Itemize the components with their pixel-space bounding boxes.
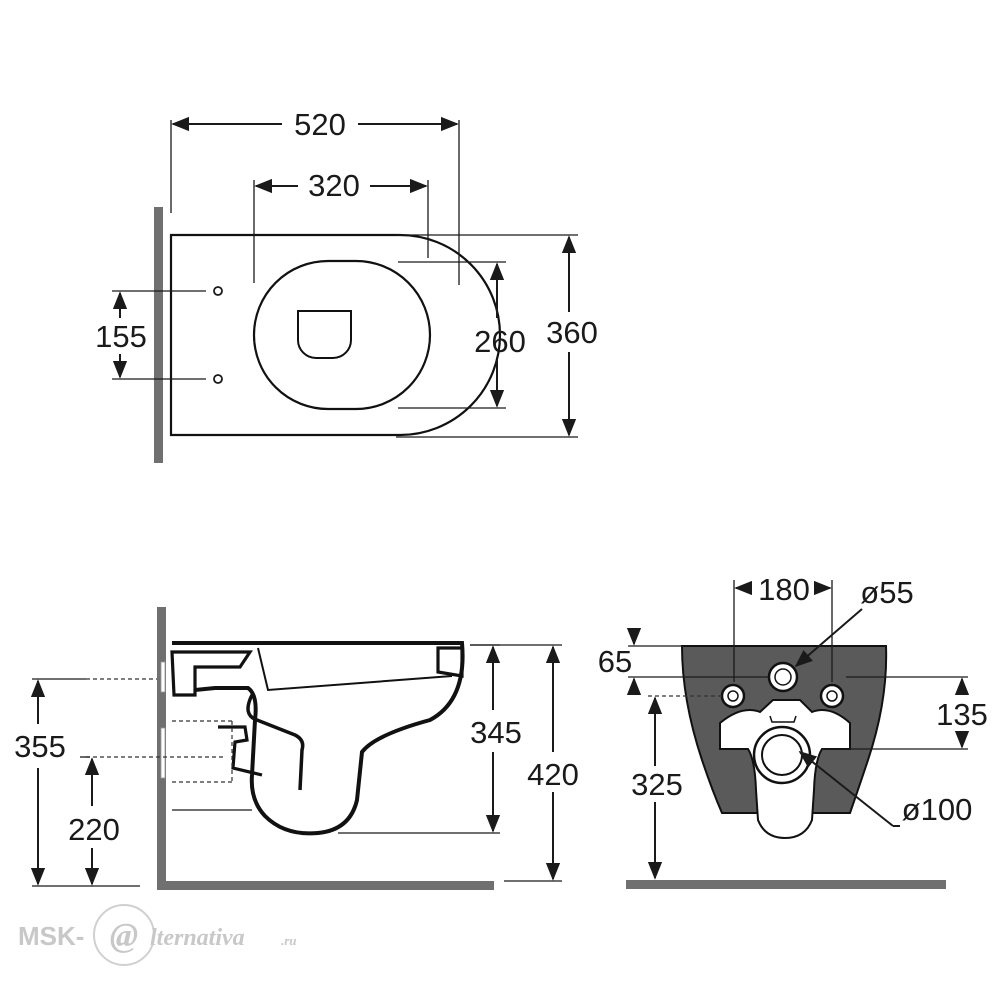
bowl-outline-top [169,233,502,437]
side-view: 355 220 345 420 [14,607,579,890]
watermark-suffix: lternativa [150,925,245,951]
dim-seat-width: 320 [308,168,360,203]
seat-outline [252,259,432,411]
dim-seat-depth: 260 [474,324,526,359]
dim-bowl-height: 345 [470,715,522,750]
top-view: 520 320 155 260 360 [95,107,598,463]
dim-bolt-spacing: 155 [95,319,147,354]
bolt-hole-left-icon [720,683,746,709]
dim-hole-spacing: 135 [936,697,988,732]
dim-inlet-diameter: ø55 [860,575,913,610]
dim-outlet-height: 325 [631,767,683,802]
dim-overall-height: 420 [527,757,579,792]
watermark-prefix: MSK- [18,921,84,951]
dim-outlet-diameter: ø100 [902,792,973,827]
bolt-hole-right-icon [819,683,845,709]
watermark-at: @ [110,917,138,954]
side-floor [157,881,494,890]
dim-pipe-height: 355 [14,729,66,764]
inlet-hole-icon [767,661,799,693]
top-wall [154,207,163,463]
bowl-opening [297,310,352,359]
rear-floor [626,880,946,889]
dim-rear-bolt-spacing: 180 [758,572,810,607]
bowl-outline-side [172,641,465,836]
bolt-hole-icon [213,286,223,296]
watermark-tld: .ru [281,933,297,948]
dim-inlet-height: 220 [68,812,120,847]
dim-width: 520 [294,107,346,142]
rear-view: 180 ø55 65 135 325 ø100 [598,572,988,889]
bolt-hole-icon [213,374,223,384]
watermark-logo: MSK- @ lternativa .ru [18,904,297,966]
dim-overall-depth: 360 [546,315,598,350]
dim-top-offset: 65 [598,644,632,679]
